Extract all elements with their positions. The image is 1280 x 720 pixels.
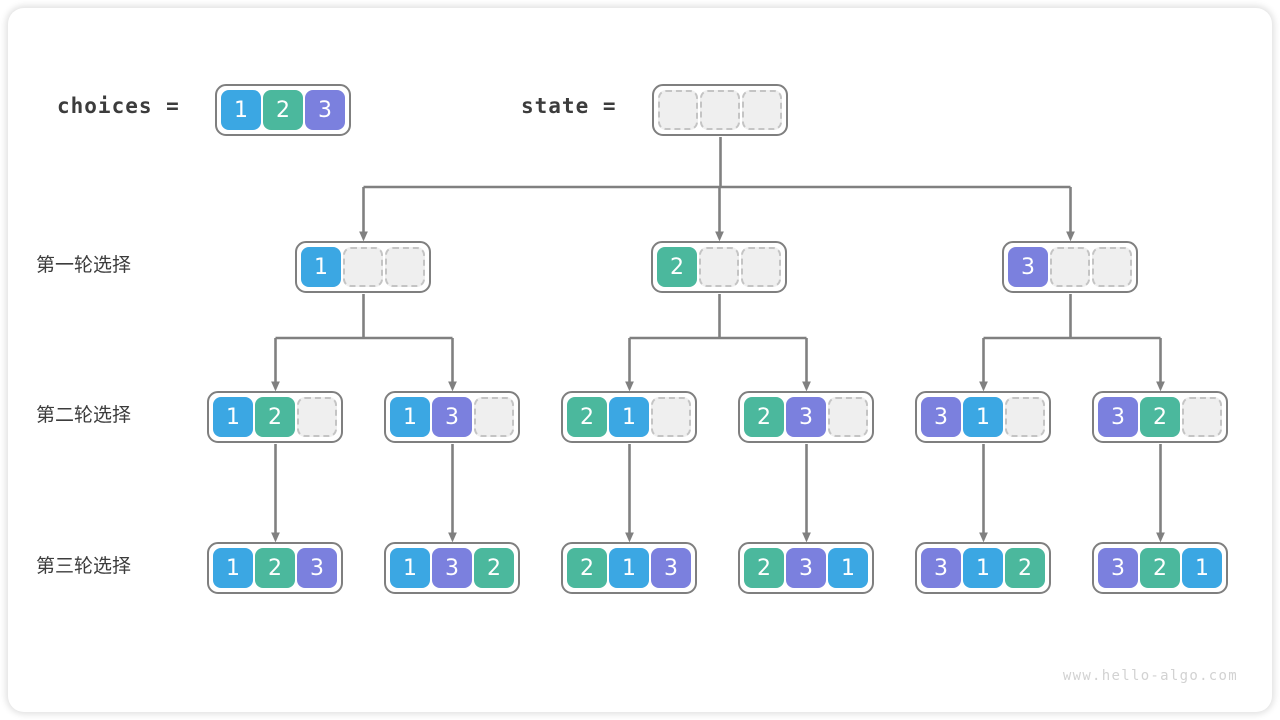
array-cell-empty <box>343 247 383 287</box>
array-cell-filled: 3 <box>786 397 826 437</box>
array-cell-empty <box>828 397 868 437</box>
round-1-node-3: 3 <box>1002 241 1138 293</box>
array-cell-filled: 2 <box>1140 548 1180 588</box>
array-cell-filled: 1 <box>609 548 649 588</box>
row-label-round-2: 第二轮选择 <box>36 404 132 426</box>
array-cell-filled: 3 <box>432 397 472 437</box>
row-label-round-3: 第三轮选择 <box>36 555 132 577</box>
array-cell-empty <box>742 90 782 130</box>
array-cell-filled: 3 <box>921 548 961 588</box>
array-cell-filled: 1 <box>301 247 341 287</box>
array-cell-filled: 2 <box>744 548 784 588</box>
array-cell-filled: 1 <box>609 397 649 437</box>
array-cell-filled: 2 <box>1005 548 1045 588</box>
array-cell-empty <box>297 397 337 437</box>
array-cell-filled: 2 <box>657 247 697 287</box>
array-cell-filled: 2 <box>263 90 303 130</box>
array-cell-filled: 2 <box>255 548 295 588</box>
array-cell-empty <box>741 247 781 287</box>
array-cell-empty <box>1092 247 1132 287</box>
array-cell-empty <box>700 90 740 130</box>
choices-label: choices = <box>57 94 180 118</box>
array-cell-filled: 1 <box>390 548 430 588</box>
round-1-node-2: 2 <box>651 241 787 293</box>
watermark: www.hello-algo.com <box>1062 668 1238 684</box>
array-cell-filled: 3 <box>921 397 961 437</box>
array-cell-filled: 2 <box>1140 397 1180 437</box>
array-cell-filled: 1 <box>221 90 261 130</box>
row-label-round-1: 第一轮选择 <box>36 254 132 276</box>
card-frame <box>8 8 1272 712</box>
array-cell-filled: 2 <box>567 397 607 437</box>
array-cell-empty <box>474 397 514 437</box>
array-cell-empty <box>1182 397 1222 437</box>
round-1-node-1: 1 <box>295 241 431 293</box>
array-cell-empty <box>658 90 698 130</box>
state-label: state = <box>521 94 617 118</box>
array-cell-filled: 2 <box>744 397 784 437</box>
array-cell-filled: 3 <box>1008 247 1048 287</box>
array-cell-filled: 1 <box>963 548 1003 588</box>
array-cell-filled: 3 <box>786 548 826 588</box>
array-cell-filled: 3 <box>1098 548 1138 588</box>
array-cell-filled: 1 <box>390 397 430 437</box>
array-cell-filled: 3 <box>1098 397 1138 437</box>
array-cell-filled: 2 <box>255 397 295 437</box>
array-cell-filled: 1 <box>828 548 868 588</box>
array-cell-empty <box>385 247 425 287</box>
array-cell-filled: 3 <box>432 548 472 588</box>
array-cell-filled: 1 <box>963 397 1003 437</box>
array-cell-filled: 3 <box>305 90 345 130</box>
array-cell-empty <box>699 247 739 287</box>
array-cell-filled: 1 <box>213 548 253 588</box>
array-cell-filled: 2 <box>567 548 607 588</box>
array-cell-filled: 3 <box>297 548 337 588</box>
array-cell-filled: 1 <box>1182 548 1222 588</box>
array-cell-empty <box>651 397 691 437</box>
state-array <box>652 84 788 136</box>
array-cell-filled: 3 <box>651 548 691 588</box>
array-cell-filled: 2 <box>474 548 514 588</box>
array-cell-empty <box>1050 247 1090 287</box>
array-cell-empty <box>1005 397 1045 437</box>
array-cell-filled: 1 <box>213 397 253 437</box>
